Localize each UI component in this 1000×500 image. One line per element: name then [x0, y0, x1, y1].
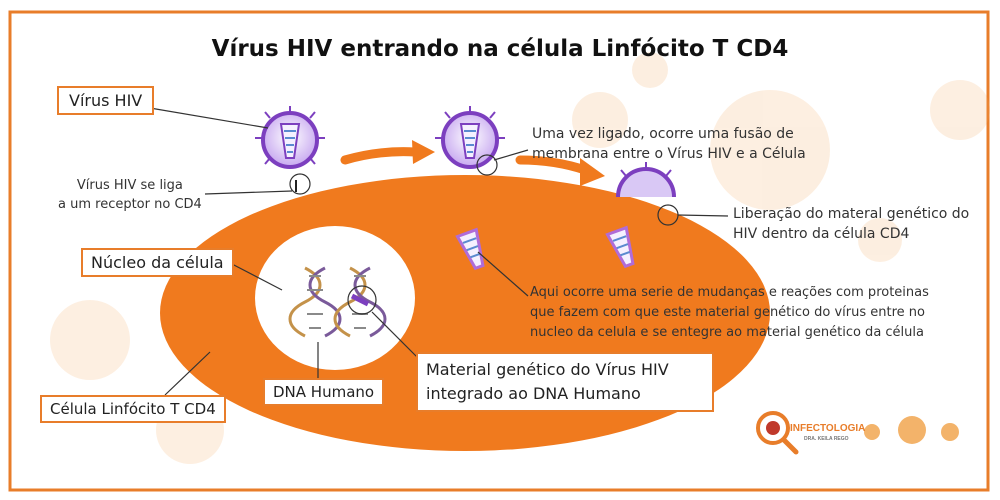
label-release-line1: Liberação do materal genético do	[733, 206, 970, 222]
label-virus: Vírus HIV	[57, 86, 155, 115]
label-genetic-line1: Material genético do Vírus HIV	[426, 360, 669, 379]
label-virus-binds: Vírus HIV se liga a um receptor no CD4	[58, 176, 202, 214]
arrow-step-2	[515, 155, 590, 175]
cell-nucleus	[255, 226, 415, 370]
diagram-title: Vírus HIV entrando na célula Linfócito T…	[211, 36, 789, 62]
label-virus-binds-line2: a um receptor no CD4	[58, 197, 202, 212]
logo-virus-decor	[864, 416, 959, 444]
label-release-line2: HIV dentro da célula CD4	[733, 226, 910, 242]
label-human-dna: DNA Humano	[263, 378, 385, 406]
background-virus-decor	[50, 52, 990, 464]
hiv-virus-attached	[255, 106, 325, 195]
label-virus-binds-line1: Vírus HIV se liga	[76, 178, 183, 193]
label-changes-line2: que fazem com que este material genético…	[530, 305, 925, 320]
label-changes-line3: nucleo da celula e se entegre ao materia…	[530, 325, 924, 340]
arrow-head-step-1	[412, 140, 435, 164]
arrow-head-step-2	[580, 158, 605, 186]
arrow-step-1	[340, 147, 420, 165]
label-genetic-line2: integrado ao DNA Humano	[426, 384, 641, 403]
hiv-virus-releasing	[616, 162, 679, 226]
logo-tagline: DRA. KEILA REGO	[804, 436, 849, 442]
label-nucleus: Núcleo da célula	[81, 248, 234, 277]
viral-capsid-in-cell-2	[605, 225, 635, 269]
label-changes-line1: Aqui ocorre uma serie de mudanças e reaç…	[530, 285, 929, 300]
label-fusion-line2: membrana entre o Vírus HIV e a Célula	[532, 146, 806, 162]
label-membrane-fusion: Uma vez ligado, ocorre uma fusão de memb…	[532, 124, 806, 164]
label-cd4-cell: Célula Linfócito T CD4	[40, 395, 226, 423]
diagram-frame	[8, 10, 990, 492]
label-genetic-release: Liberação do materal genético do HIV den…	[733, 204, 969, 244]
viral-capsid-in-cell	[455, 227, 485, 271]
infectologia-logo	[756, 411, 799, 455]
dna-helix-integrated	[333, 266, 387, 338]
hiv-virus-fusing	[435, 106, 505, 176]
label-protein-changes: Aqui ocorre uma serie de mudanças e reaç…	[530, 283, 929, 343]
logo-name: INFECTOLOGIA	[790, 423, 866, 434]
label-integrated-genetic-material: Material genético do Vírus HIV integrado…	[416, 352, 714, 412]
leader-lines	[149, 107, 729, 396]
label-fusion-line1: Uma vez ligado, ocorre uma fusão de	[532, 126, 794, 142]
